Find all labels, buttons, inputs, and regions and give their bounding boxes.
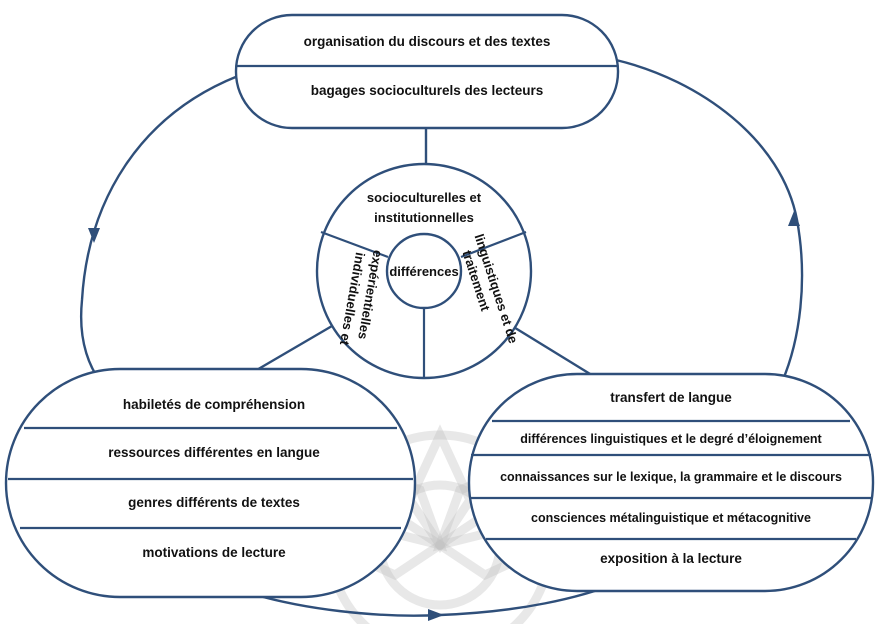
cycle-connectors — [79, 58, 804, 621]
left-box: habiletés de compréhension ressources di… — [4, 367, 417, 599]
left-box-item-3: genres différents de textes — [128, 495, 300, 510]
right-box-item-1: transfert de langue — [610, 390, 732, 405]
connector-top-to-left — [79, 74, 239, 395]
top-box-item-1: organisation du discours et des textes — [304, 34, 551, 49]
connector-center-to-right — [511, 324, 596, 379]
right-box: transfert de langue différences linguist… — [467, 372, 875, 593]
left-box-item-1: habiletés de compréhension — [123, 397, 305, 412]
left-box-item-4: motivations de lecture — [142, 545, 286, 560]
arrowhead-bottom-rightward — [428, 609, 444, 621]
center-hub-circle — [385, 232, 463, 310]
center-segment-top-line1: socioculturelles et — [367, 190, 482, 205]
center-hub-label: différences — [389, 264, 458, 279]
center-segment-top-line2: institutionnelles — [374, 210, 474, 225]
right-box-item-5: exposition à la lecture — [600, 551, 742, 566]
center-wheel: différences socioculturelles et institut… — [315, 162, 533, 380]
right-box-item-2: différences linguistiques et le degré d’… — [520, 432, 822, 446]
top-box-shape — [234, 13, 620, 130]
center-spoke-right — [460, 230, 527, 259]
right-box-item-4: consciences métalinguistique et métacogn… — [531, 511, 811, 525]
connector-right-to-top — [615, 58, 804, 383]
top-box-item-2: bagages socioculturels des lecteurs — [311, 83, 544, 98]
connector-center-to-left — [254, 324, 333, 373]
arrowhead-right-ascending — [788, 211, 800, 226]
right-box-item-3: connaissances sur le lexique, la grammai… — [500, 470, 842, 484]
left-box-shape — [4, 367, 417, 599]
top-box: organisation du discours et des textes b… — [234, 13, 620, 130]
center-spoke-left — [320, 230, 389, 259]
arrowhead-left-descending — [88, 228, 100, 243]
left-box-item-2: ressources différentes en langue — [108, 445, 320, 460]
right-box-shape — [467, 372, 875, 593]
